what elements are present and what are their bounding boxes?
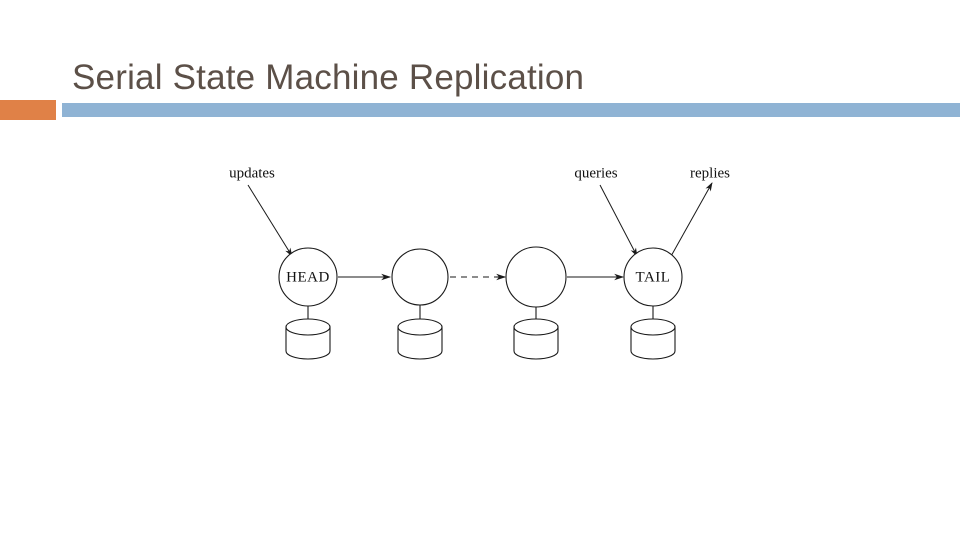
chain-replication-diagram: updates queries replies: [200, 150, 760, 370]
database-cylinder: [630, 318, 676, 360]
node-head[interactable]: HEAD: [278, 247, 338, 360]
node-head-label: HEAD: [286, 269, 330, 285]
label-updates: updates: [229, 165, 275, 181]
node-2[interactable]: [391, 248, 449, 360]
accent-bar-blue: [62, 103, 960, 117]
label-replies: replies: [690, 165, 730, 181]
page-title: Serial State Machine Replication: [72, 58, 585, 98]
node-3[interactable]: [505, 246, 567, 360]
queries-arrow: [599, 184, 638, 257]
accent-bar-orange: [0, 100, 56, 120]
node-tail-label: TAIL: [636, 269, 671, 285]
replies-arrow: [669, 182, 713, 259]
database-cylinder: [285, 318, 331, 360]
label-queries: queries: [574, 165, 617, 181]
node-tail[interactable]: TAIL: [623, 247, 683, 360]
updates-arrow: [247, 184, 293, 257]
database-cylinder: [397, 318, 443, 360]
database-cylinder: [513, 318, 559, 360]
